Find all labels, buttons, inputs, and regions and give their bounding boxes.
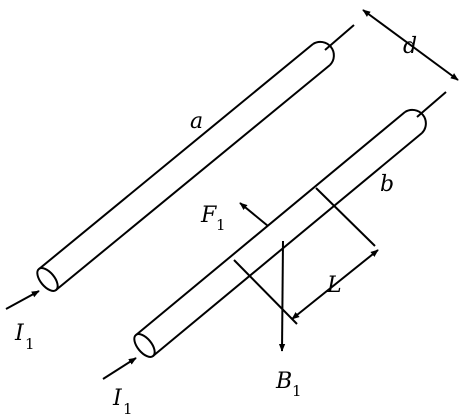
current-a-label: I 1: [14, 321, 35, 353]
wire-b-label: b: [380, 172, 394, 197]
current-a-symbol: I: [14, 321, 25, 346]
force-symbol: F: [200, 203, 217, 228]
wire-a: [36, 24, 355, 292]
current-b-symbol: I: [112, 386, 123, 411]
segment-boundary-lines: [233, 187, 376, 325]
field-arrow: [278, 240, 286, 352]
wire-a-label: a: [190, 109, 203, 134]
current-arrow-b: [102, 357, 137, 380]
separation-arrow: [362, 9, 459, 81]
force-subscript: 1: [216, 216, 226, 234]
wire-b: [133, 91, 447, 358]
length-label: L: [326, 273, 342, 298]
force-arrow: [239, 202, 269, 227]
field-label: B 1: [275, 369, 302, 400]
force-label: F 1: [200, 203, 226, 234]
separation-label: d: [403, 34, 417, 59]
field-symbol: B: [275, 369, 292, 394]
current-a-subscript: 1: [25, 335, 35, 353]
length-arrow: [291, 249, 379, 320]
current-arrow-a: [5, 290, 40, 310]
current-b-label: I 1: [112, 386, 133, 418]
current-b-subscript: 1: [123, 400, 133, 418]
field-subscript: 1: [292, 382, 302, 400]
